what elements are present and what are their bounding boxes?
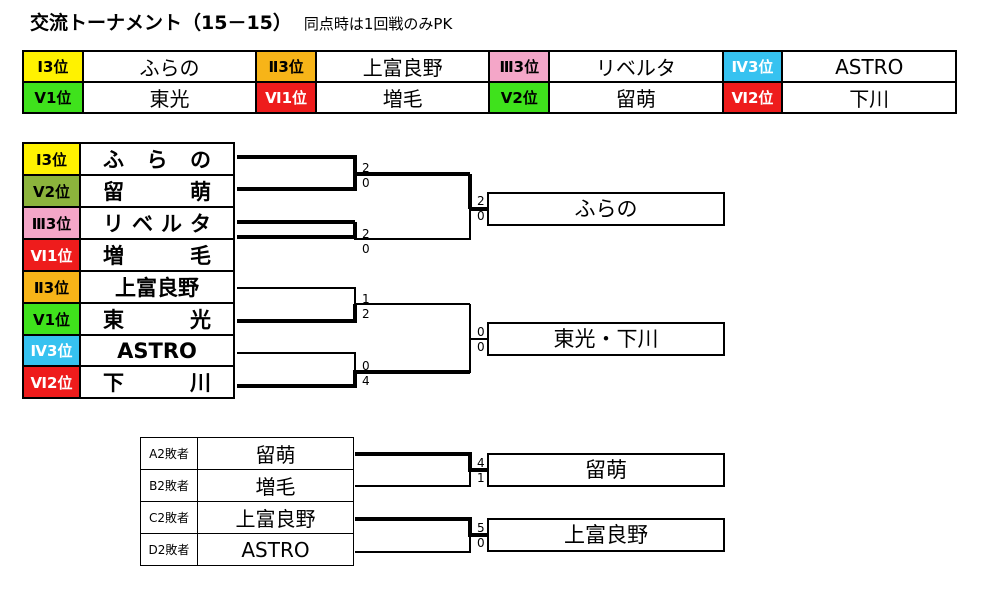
team-name-cell: 東光 xyxy=(79,302,235,336)
result-box: 東光・下川 xyxy=(487,322,725,356)
loser-name: 増毛 xyxy=(197,469,354,502)
team-cell: 留萌 xyxy=(548,81,724,114)
rank-cell: Ⅵ2位 xyxy=(721,81,784,114)
team-name-char: リ xyxy=(103,212,124,236)
bracket-row: Ⅴ1位東光 xyxy=(22,302,235,336)
score: 5 xyxy=(477,521,485,535)
loser-row: A2敗者留萌 xyxy=(140,437,354,470)
rank-cell: Ⅵ1位 xyxy=(255,81,318,114)
score: 0 xyxy=(477,325,485,339)
team-cell: 上富良野 xyxy=(315,50,491,83)
team-name-char: 萌 xyxy=(190,180,211,204)
score: 0 xyxy=(477,536,485,550)
bracket-row: Ⅰ3位ふらの xyxy=(22,142,235,176)
team-name-cell: 増毛 xyxy=(79,238,235,272)
score: 1 xyxy=(362,292,370,306)
rank-cell: Ⅳ3位 xyxy=(721,50,784,83)
loser-label: C2敗者 xyxy=(140,501,198,534)
team-name-cell: 上富良野 xyxy=(79,270,235,304)
rank-cell: Ⅴ1位 xyxy=(22,81,84,114)
result-box: ふらの xyxy=(487,192,725,226)
team-name-char: 増 xyxy=(103,244,124,268)
rank-cell: Ⅴ2位 xyxy=(22,174,81,208)
bracket-row: Ⅳ3位 ASTRO xyxy=(22,334,235,367)
team-name-char: タ xyxy=(190,212,211,236)
loser-row: B2敗者増毛 xyxy=(140,469,354,502)
team-cell: 下川 xyxy=(781,81,957,114)
score: 2 xyxy=(362,307,370,321)
rank-cell: Ⅰ3位 xyxy=(22,50,84,83)
result-box: 留萌 xyxy=(487,453,725,487)
bracket-row: Ⅲ3位リベルタ xyxy=(22,206,235,240)
rank-cell: Ⅰ3位 xyxy=(22,142,81,176)
rank-cell: Ⅴ2位 xyxy=(488,81,551,114)
score: 2 xyxy=(477,194,485,208)
team-cell: 増毛 xyxy=(315,81,491,114)
rank-cell: Ⅳ3位 xyxy=(22,334,81,367)
team-name-char: 毛 xyxy=(190,244,211,268)
team-name-char: の xyxy=(190,148,211,172)
team-name-char: ら xyxy=(146,148,168,172)
result-box: 上富良野 xyxy=(487,518,725,552)
score: 0 xyxy=(362,359,370,373)
score: 1 xyxy=(477,471,485,485)
rank-cell: Ⅵ1位 xyxy=(22,238,81,272)
team-name-cell: ASTRO xyxy=(79,334,235,367)
rank-cell: Ⅲ3位 xyxy=(488,50,551,83)
score: 4 xyxy=(477,456,485,470)
team-name-char: 東 xyxy=(103,308,124,332)
loser-name: ASTRO xyxy=(197,533,354,566)
score: 0 xyxy=(362,176,370,190)
score: 2 xyxy=(362,227,370,241)
team-cell: 東光 xyxy=(81,81,258,114)
team-cell: リベルタ xyxy=(548,50,724,83)
team-cell: ふらの xyxy=(81,50,258,83)
team-name-char: ASTRO xyxy=(117,338,197,363)
rank-cell: Ⅴ1位 xyxy=(22,302,81,336)
team-name-char: 川 xyxy=(190,371,211,395)
team-name-cell: ふらの xyxy=(79,142,235,176)
team-name-char: 留 xyxy=(103,180,124,204)
loser-row: C2敗者上富良野 xyxy=(140,501,354,534)
team-name-cell: リベルタ xyxy=(79,206,235,240)
team-cell: ASTRO xyxy=(781,50,957,83)
note: 同点時は1回戦のみPK xyxy=(303,15,453,33)
rank-cell: Ⅵ2位 xyxy=(22,365,81,399)
score: 4 xyxy=(362,374,370,388)
bracket-row: Ⅴ2位留萌 xyxy=(22,174,235,208)
score: 2 xyxy=(362,161,370,175)
rank-cell: Ⅱ3位 xyxy=(22,270,81,304)
score: 0 xyxy=(477,340,485,354)
team-name-char: ベ xyxy=(132,212,153,236)
rank-cell: Ⅲ3位 xyxy=(22,206,81,240)
rank-cell: Ⅱ3位 xyxy=(255,50,318,83)
team-name-cell: 下川 xyxy=(79,365,235,399)
loser-label: B2敗者 xyxy=(140,469,198,502)
score: 0 xyxy=(477,209,485,223)
loser-name: 留萌 xyxy=(197,437,354,470)
team-name-cell: 留萌 xyxy=(79,174,235,208)
page-title: 交流トーナメント（15－15）同点時は1回戦のみPK xyxy=(30,12,453,34)
loser-name: 上富良野 xyxy=(197,501,354,534)
bracket-row: Ⅱ3位 上富良野 xyxy=(22,270,235,304)
team-name-char: 下 xyxy=(103,371,124,395)
team-name-char: 上富良野 xyxy=(115,276,199,300)
score: 0 xyxy=(362,242,370,256)
team-name-char: 光 xyxy=(190,308,211,332)
team-name-char: ふ xyxy=(103,148,124,172)
bracket-row: Ⅵ1位増毛 xyxy=(22,238,235,272)
bracket-row: Ⅵ2位下川 xyxy=(22,365,235,399)
team-name-char: ル xyxy=(161,212,182,236)
